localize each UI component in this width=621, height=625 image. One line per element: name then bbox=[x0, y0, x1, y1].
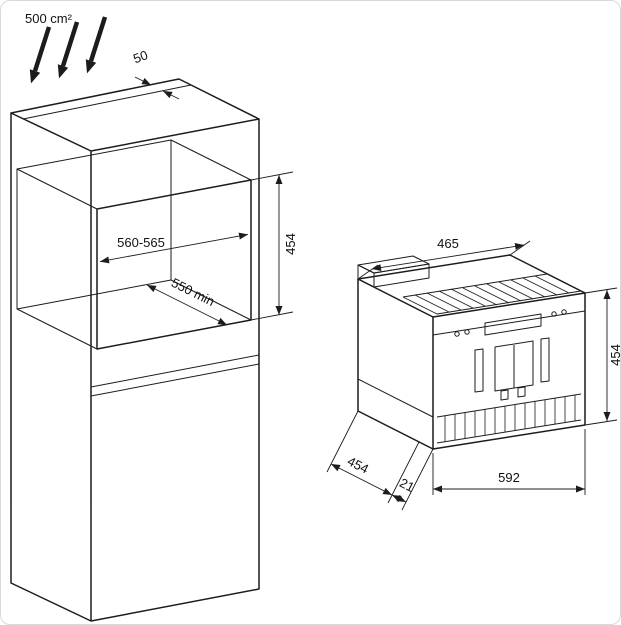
vent-arrowhead-1 bbox=[29, 69, 41, 84]
vent-arrowhead-3 bbox=[85, 59, 97, 74]
dim-rear-gap: 50 bbox=[131, 47, 180, 100]
dim-niche-width: 560-565 bbox=[99, 232, 249, 264]
machine-height-label: 454 bbox=[608, 344, 621, 366]
vent-arrows: 500 cm² bbox=[25, 11, 108, 84]
machine-side-seam bbox=[357, 378, 434, 418]
fascia-button-3 bbox=[551, 311, 557, 317]
niche-height-label: 454 bbox=[283, 233, 298, 255]
front-width-ext-lines bbox=[432, 429, 586, 495]
niche-height-ext-lines bbox=[250, 171, 294, 321]
fascia-button-4 bbox=[561, 309, 567, 315]
cabinet-divider bbox=[90, 354, 260, 397]
rear-gap-dim-lines-2 bbox=[162, 90, 180, 100]
niche-width-label: 560-565 bbox=[117, 235, 165, 250]
dim-body-width: 465 bbox=[357, 236, 531, 280]
body-width-dim-line bbox=[371, 242, 525, 272]
depth-ext-lines bbox=[326, 410, 434, 511]
cabinet-rear-gap-strip bbox=[22, 84, 192, 120]
spout-unit bbox=[494, 340, 534, 392]
fascia-seam bbox=[432, 310, 586, 336]
spout-right bbox=[517, 386, 526, 398]
fascia-handle-left bbox=[474, 348, 484, 393]
protrusion-dim-line bbox=[391, 494, 407, 503]
dim-front-width: 592 bbox=[432, 429, 586, 495]
bean-container-side bbox=[357, 264, 375, 288]
vent-arrowhead-2 bbox=[57, 64, 69, 79]
protrusion-label: 21 bbox=[397, 475, 417, 495]
rear-gap-dim-lines bbox=[134, 76, 152, 86]
depth-dim-line bbox=[330, 463, 393, 496]
fascia-display bbox=[484, 313, 542, 336]
fascia-button-1 bbox=[454, 331, 460, 337]
spout-left bbox=[500, 389, 509, 401]
machine-side bbox=[357, 278, 434, 450]
vent-arrow-1 bbox=[32, 26, 52, 72]
cabinet-figure: 500 cm² 50 560-565 454 550 min bbox=[10, 11, 298, 622]
dim-niche-height: 454 bbox=[250, 171, 298, 321]
machine-figure: 465 454 592 454 21 bbox=[326, 236, 621, 511]
vent-area-label: 500 cm² bbox=[25, 11, 73, 26]
front-width-label: 592 bbox=[498, 470, 520, 485]
machine-height-ext-lines bbox=[584, 287, 618, 426]
niche-depth-label: 550 min bbox=[169, 275, 217, 309]
fascia-details bbox=[432, 309, 586, 444]
niche-depth-dim-line bbox=[146, 284, 228, 326]
drip-tray-edges bbox=[436, 393, 582, 444]
rear-gap-label: 50 bbox=[131, 47, 150, 66]
niche-opening bbox=[96, 179, 252, 350]
niche-width-dim-line bbox=[99, 232, 249, 264]
drip-tray-hatch bbox=[444, 394, 576, 442]
vent-arrow-2 bbox=[60, 21, 80, 67]
cabinet-outline bbox=[10, 78, 260, 622]
fascia-button-2 bbox=[464, 329, 470, 335]
machine-fascia bbox=[432, 292, 586, 450]
vent-arrow-3 bbox=[88, 16, 108, 62]
top-grille-hatch bbox=[402, 273, 582, 315]
body-width-label: 465 bbox=[437, 236, 459, 251]
fascia-handle-right bbox=[540, 337, 550, 383]
dim-machine-height: 454 bbox=[584, 287, 621, 426]
top-grille bbox=[402, 273, 582, 315]
dim-depth-chain: 454 21 bbox=[326, 410, 434, 511]
